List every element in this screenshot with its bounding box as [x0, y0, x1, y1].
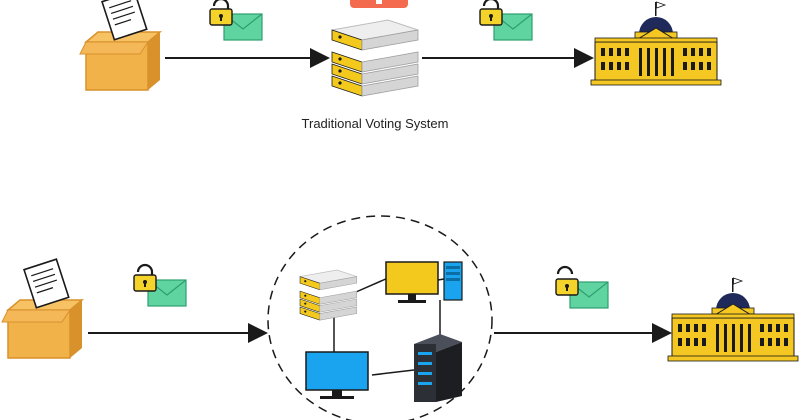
monitor-yellow-icon — [385, 261, 439, 303]
network-links — [333, 277, 451, 376]
locked-envelope-icon — [478, 0, 534, 42]
government-building-icon — [667, 277, 799, 362]
network-boundary — [267, 215, 493, 420]
bottom-row — [1, 215, 799, 420]
locked-envelope-icon — [208, 0, 264, 42]
top-row — [79, 0, 722, 97]
government-building-icon — [590, 1, 722, 86]
ballot-box-icon — [79, 0, 161, 91]
server-tower-icon — [414, 334, 462, 402]
locked-envelope-icon — [132, 263, 188, 308]
server-stack-icon — [331, 19, 419, 97]
traditional-voting-caption: Traditional Voting System — [301, 116, 449, 131]
unlocked-envelope-icon — [554, 265, 610, 310]
ballot-box-icon — [1, 258, 83, 359]
tower-small-icon — [443, 261, 463, 301]
server-stack-icon — [299, 269, 358, 321]
monitor-blue-icon — [305, 351, 369, 399]
